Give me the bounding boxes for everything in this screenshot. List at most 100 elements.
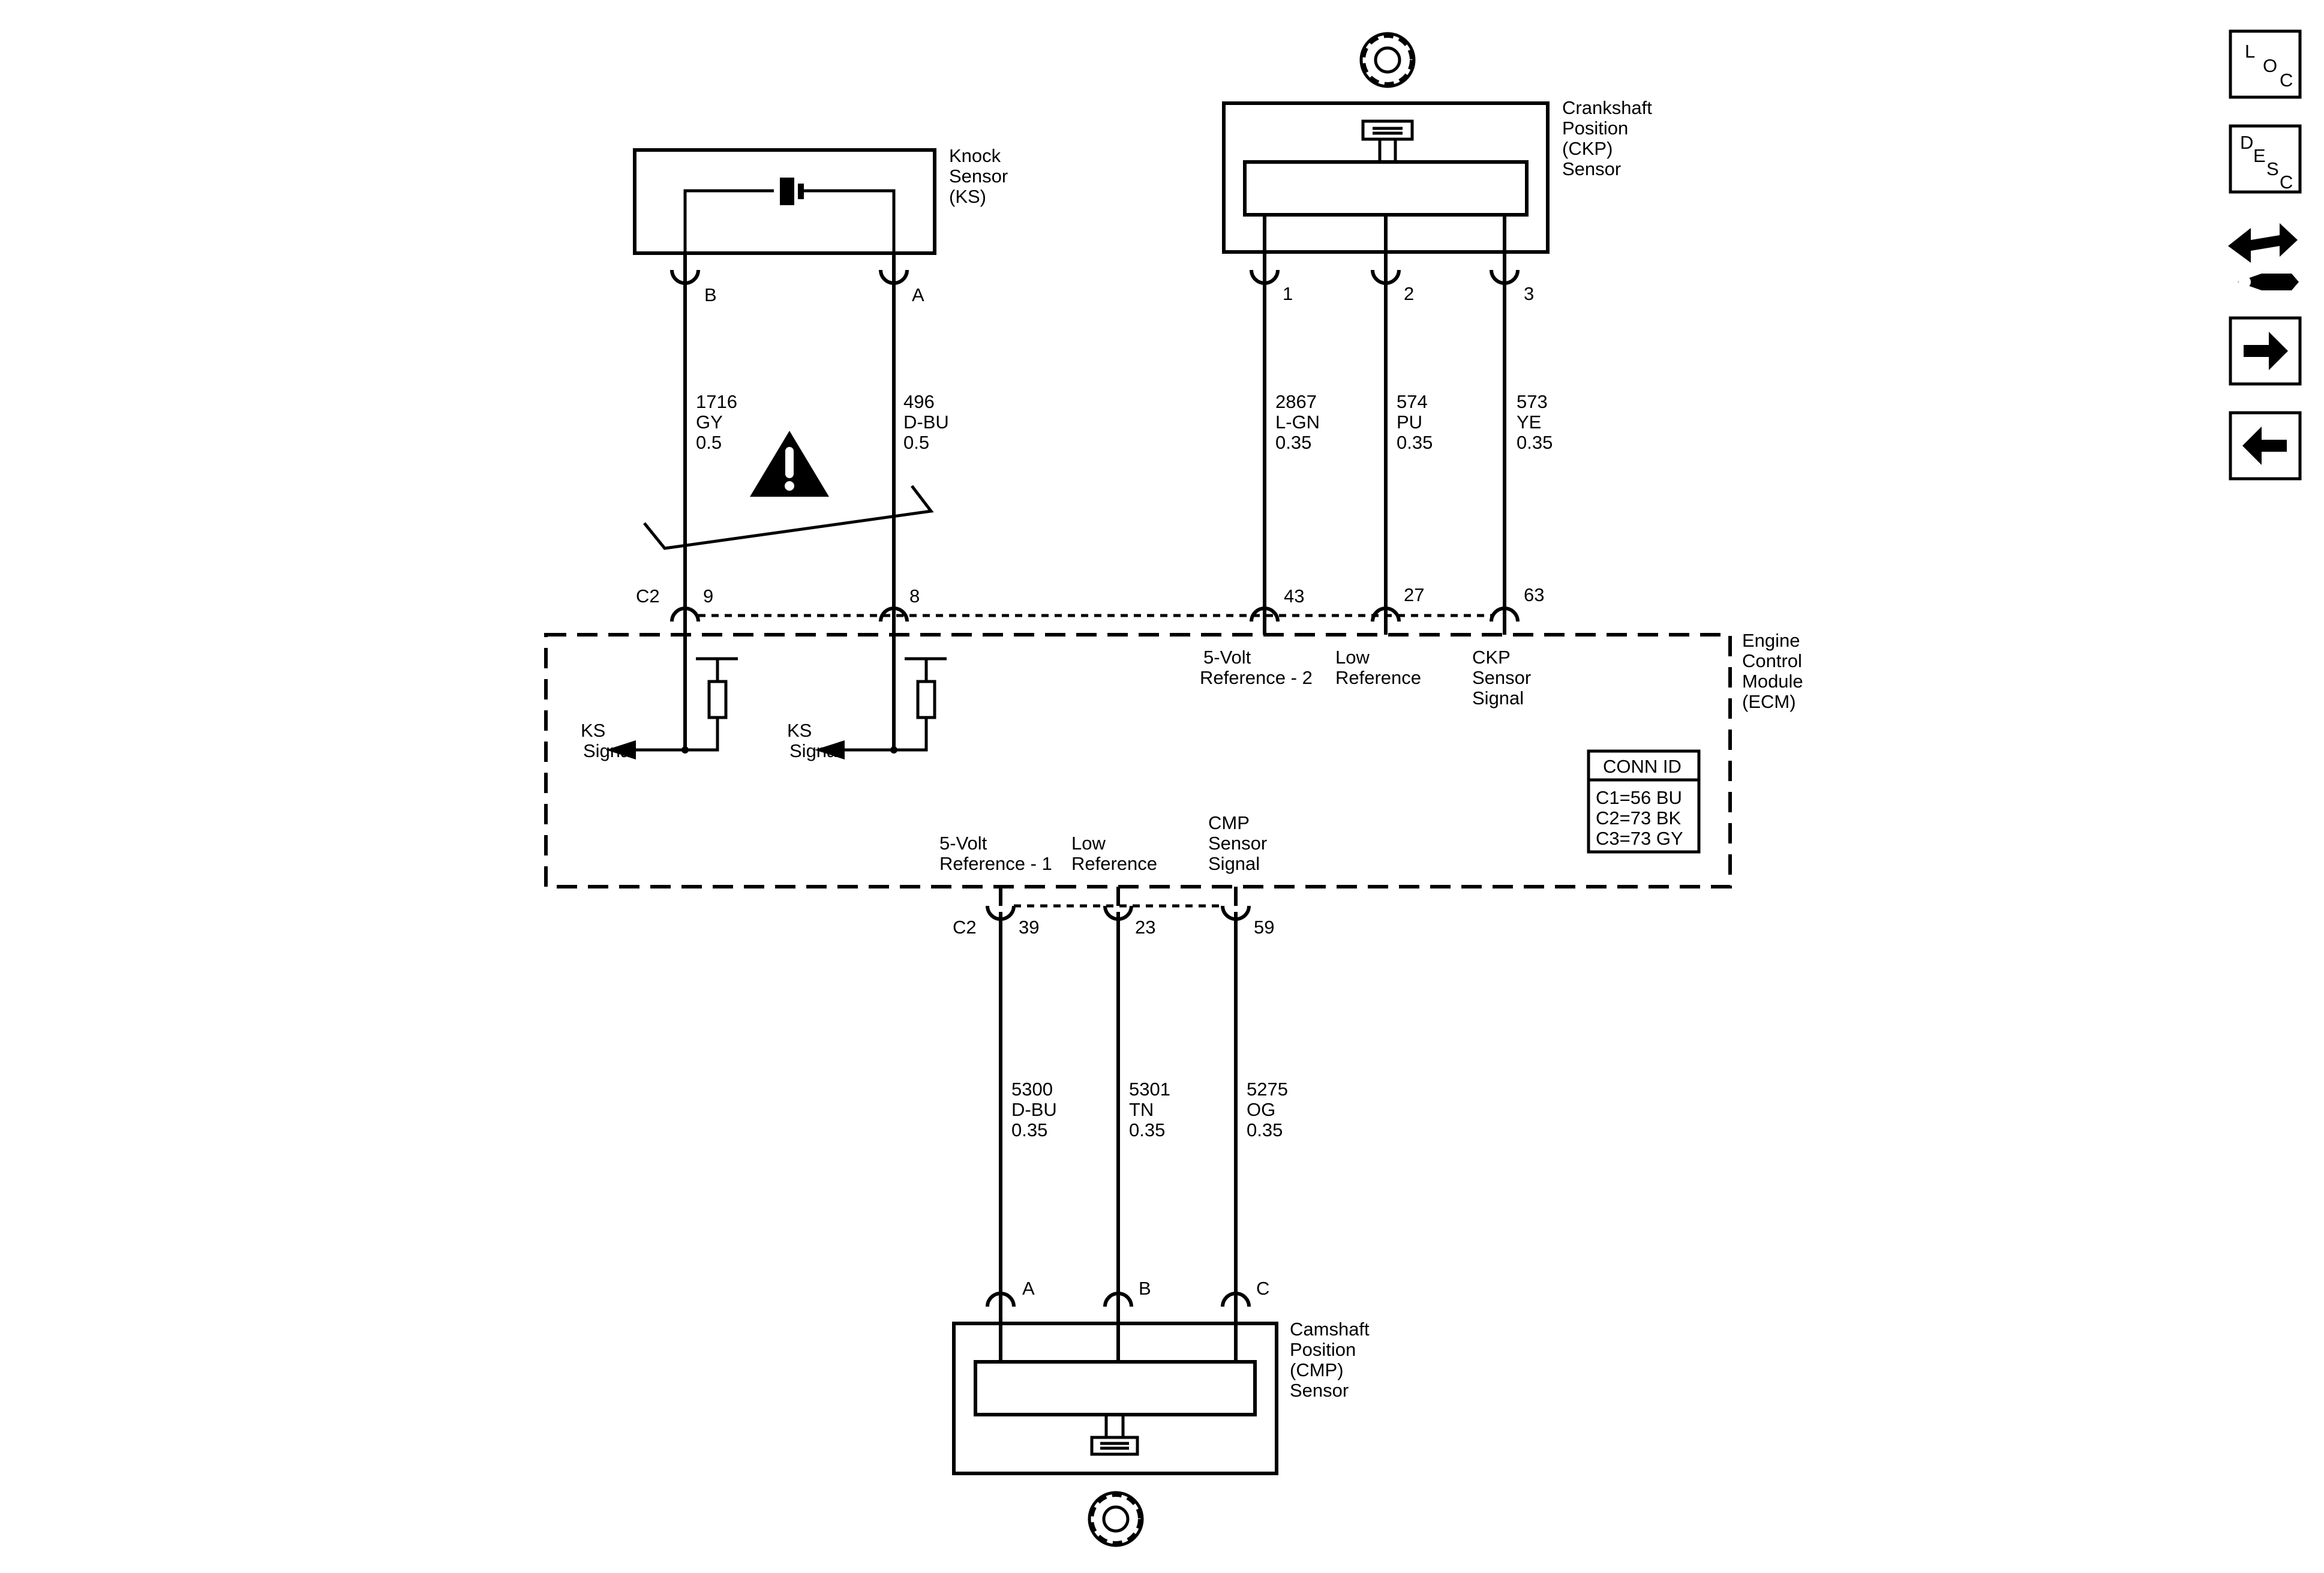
ecm-pin-8: 8	[909, 586, 920, 607]
knock-sensor-label-1: Knock	[949, 145, 1001, 166]
conn-id-title: CONN ID	[1603, 756, 1682, 777]
wire-ks-b-color: GY	[696, 412, 723, 433]
wire-ckp-3-color: YE	[1517, 412, 1541, 433]
ckp-label-3: (CKP)	[1562, 138, 1613, 159]
conn-id-row-1: C1=56 BU	[1596, 787, 1682, 808]
wire-cmp-c-circuit: 5275	[1247, 1079, 1288, 1100]
cmp-signal-label-2: Sensor	[1208, 833, 1267, 854]
back-button[interactable]	[2229, 411, 2302, 481]
wire-cmp-a-size: 0.35	[1011, 1119, 1047, 1140]
wire-ckp-1-color: L-GN	[1275, 412, 1320, 433]
ecm-pin-39: 39	[1019, 917, 1039, 938]
ks-signal-circuit-2: KS Signal	[787, 635, 947, 761]
ks-pin-a: A	[912, 284, 924, 305]
ecm-pin-23: 23	[1135, 917, 1155, 938]
wire-ckp-1-size: 0.35	[1275, 432, 1311, 453]
loc-letter-c: C	[2280, 70, 2293, 91]
wire-ckp-3-circuit: 573	[1517, 391, 1548, 412]
ks-signal-2-label-2: Signal	[789, 740, 841, 761]
next-button[interactable]	[2229, 316, 2302, 386]
low-ref-top-label-1: Low	[1335, 647, 1370, 668]
ckp-signal-label-3: Signal	[1472, 688, 1524, 709]
ecm-label-3: Module	[1742, 671, 1803, 692]
cmp-label-3: (CMP)	[1290, 1359, 1344, 1380]
knock-sensor: Knock Sensor (KS)	[633, 145, 1008, 255]
wire-ckp-1-circuit: 2867	[1275, 391, 1317, 412]
ecm-pin-63: 63	[1524, 584, 1544, 605]
loc-letter-o: O	[2263, 55, 2277, 76]
ckp-pin-3: 3	[1524, 283, 1534, 304]
desc-letter-d: D	[2240, 132, 2253, 153]
ecm-module: Engine Control Module (ECM) KS Signal	[544, 630, 1803, 888]
ks-signal-1-label-1: KS	[581, 720, 605, 741]
top-sensor-terminals: B A 1 2 3	[670, 269, 1534, 305]
ecm-top-connector: C2 9 8 43 27 63	[636, 584, 1544, 635]
desc-letter-s: S	[2266, 158, 2279, 179]
ckp-gear-icon	[1359, 32, 1416, 88]
low-ref-bottom-label-2: Reference	[1071, 853, 1157, 874]
wire-cmp-a-color: D-BU	[1011, 1099, 1057, 1120]
desc-letter-e: E	[2253, 145, 2266, 166]
ks-signal-1-label-2: Signal	[583, 740, 635, 761]
cmp-signal-label-3: Signal	[1208, 853, 1260, 874]
wire-ks-a-circuit: 496	[903, 391, 935, 412]
cmp-label-1: Camshaft	[1290, 1319, 1370, 1340]
arrow-left-icon	[2242, 427, 2287, 465]
wire-cmp-b-color: TN	[1129, 1099, 1154, 1120]
knock-sensor-label-2: Sensor	[949, 166, 1008, 187]
wire-ks-a-color: D-BU	[903, 412, 949, 433]
wire-cmp-b-size: 0.35	[1129, 1119, 1165, 1140]
wire-ckp-2-circuit: 574	[1397, 391, 1428, 412]
cmp-pin-a: A	[1022, 1278, 1035, 1299]
wire-cmp-c-size: 0.35	[1247, 1119, 1283, 1140]
desc-letter-c: C	[2280, 172, 2293, 193]
wire-ks-a-size: 0.5	[903, 432, 929, 453]
conn-id-row-3: C3=73 GY	[1596, 828, 1683, 849]
ecm-pin-9: 9	[703, 586, 713, 607]
loc-button[interactable]: L O C	[2229, 29, 2302, 99]
low-ref-top-label-2: Reference	[1335, 667, 1421, 688]
warning-icon	[750, 431, 829, 497]
ckp-signal-label-1: CKP	[1472, 647, 1511, 668]
cmp-gear-icon	[1088, 1491, 1144, 1547]
wire-cmp-c-color: OG	[1247, 1099, 1275, 1120]
wire-ks-b-size: 0.5	[696, 432, 722, 453]
ref1-label-1: 5-Volt	[939, 833, 987, 854]
cmp-pin-b: B	[1139, 1278, 1151, 1299]
arrow-right-icon	[2244, 332, 2288, 370]
wire-ckp-3-size: 0.35	[1517, 432, 1553, 453]
ecm-pin-43: 43	[1284, 586, 1304, 607]
wire-cmp-b-circuit: 5301	[1129, 1079, 1170, 1100]
ecm-pin-59: 59	[1254, 917, 1274, 938]
ecm-pin-27: 27	[1404, 584, 1424, 605]
conn-id-table: CONN ID C1=56 BU C2=73 BK C3=73 GY	[1587, 749, 1701, 854]
wire-ckp-2-size: 0.35	[1397, 432, 1433, 453]
ckp-label-1: Crankshaft	[1562, 97, 1652, 118]
ecm-label-2: Control	[1742, 650, 1802, 671]
wire-cmp-a-circuit: 5300	[1011, 1079, 1053, 1100]
ckp-signal-label-2: Sensor	[1472, 667, 1531, 688]
top-wires	[683, 215, 1506, 616]
ckp-label-4: Sensor	[1562, 158, 1621, 179]
loc-letter-l: L	[2245, 41, 2255, 62]
bottom-wires: 5300 D-BU 0.35 5301 TN 0.35 5275 OG 0.35	[999, 912, 1288, 1362]
desc-button[interactable]: D E S C	[2229, 124, 2302, 194]
cmp-label-2: Position	[1290, 1339, 1356, 1360]
ckp-sensor: Crankshaft Position (CKP) Sensor	[1222, 32, 1652, 254]
cmp-signal-label-1: CMP	[1208, 812, 1250, 833]
ref2-label-2: Reference - 2	[1200, 667, 1313, 688]
cmp-sensor: A B C Camshaft Position (CMP) Sensor	[952, 1278, 1370, 1547]
ecm-bottom-connector-id: C2	[953, 917, 977, 938]
wire-ckp-2-color: PU	[1397, 412, 1422, 433]
ecm-top-connector-id: C2	[636, 586, 660, 607]
ref2-label-1: 5-Volt	[1203, 647, 1251, 668]
cmp-label-4: Sensor	[1290, 1380, 1349, 1401]
conn-id-row-2: C2=73 BK	[1596, 807, 1682, 828]
connector-end-view-icon[interactable]	[2228, 223, 2299, 290]
ks-signal-2-label-1: KS	[787, 720, 812, 741]
ckp-pin-2: 2	[1404, 283, 1414, 304]
top-wire-labels: 1716 GY 0.5 496 D-BU 0.5 2867 L-GN 0.35 …	[696, 391, 1553, 453]
ecm-label-4: (ECM)	[1742, 691, 1796, 712]
low-ref-bottom-label-1: Low	[1071, 833, 1106, 854]
